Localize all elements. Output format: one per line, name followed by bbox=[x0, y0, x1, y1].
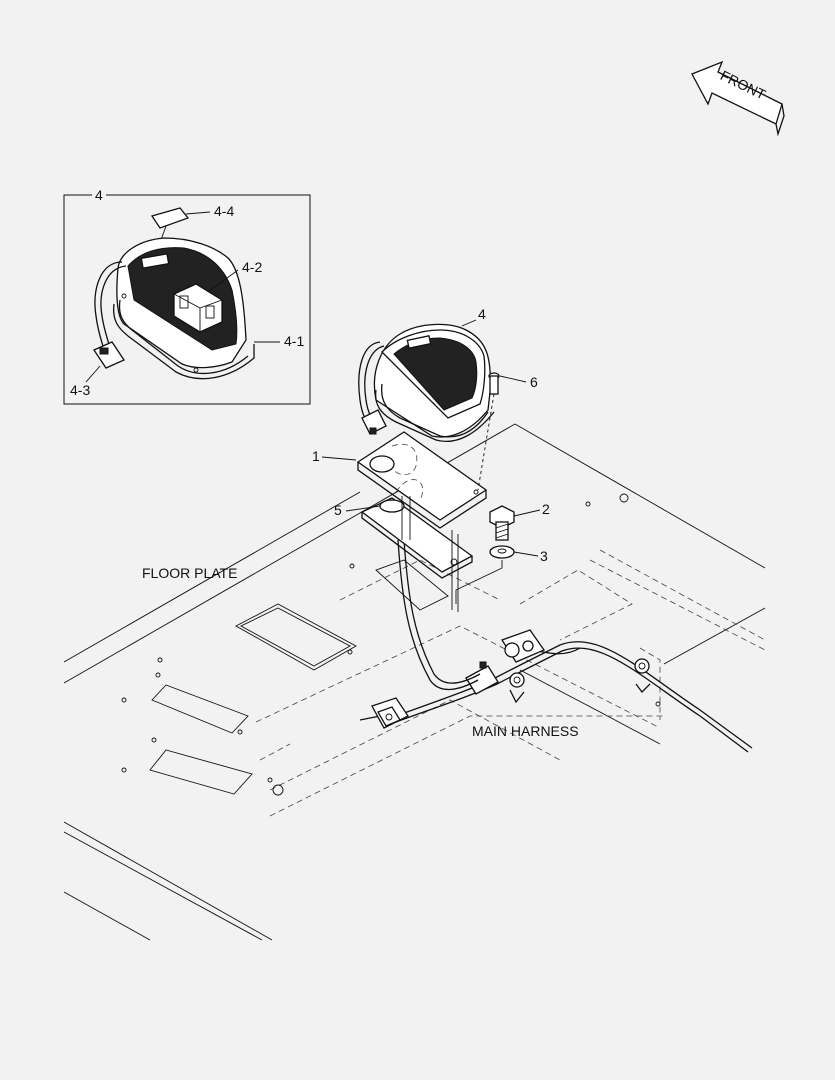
floor-plate-label: FLOOR PLATE bbox=[142, 565, 237, 581]
main-harness bbox=[359, 629, 753, 753]
harness-clamp-icon bbox=[509, 672, 525, 704]
pedal-connector-icon bbox=[465, 661, 499, 695]
foot-pedal-part-4 bbox=[358, 323, 495, 442]
washer-part-3 bbox=[455, 545, 515, 604]
callout-1: 1 bbox=[312, 448, 320, 464]
floor-plate bbox=[63, 423, 766, 941]
callout-4-2: 4-2 bbox=[242, 259, 262, 275]
callout-2: 2 bbox=[542, 501, 550, 517]
callout-5: 5 bbox=[334, 502, 342, 518]
bracket-part-1 bbox=[356, 431, 488, 529]
callout-4-3: 4-3 bbox=[70, 382, 90, 398]
callout-6: 6 bbox=[530, 374, 538, 390]
decal-part-4-4 bbox=[150, 207, 190, 229]
main-harness-label: MAIN HARNESS bbox=[472, 723, 579, 739]
connector-part-4-3 bbox=[93, 341, 125, 369]
callout-4-4: 4-4 bbox=[214, 203, 234, 219]
screw-part-6 bbox=[477, 372, 500, 491]
inset-detail: 4 4-4 4-2 4-1 4- bbox=[63, 186, 311, 405]
callout-4-1: 4-1 bbox=[284, 333, 304, 349]
callout-3: 3 bbox=[540, 548, 548, 564]
switch-part-4-2 bbox=[173, 283, 223, 333]
inset-title: 4 bbox=[95, 187, 103, 203]
harness-clamp-icon bbox=[634, 658, 651, 693]
front-arrow-icon: FRONT bbox=[691, 60, 785, 137]
harness-junction-icon bbox=[501, 629, 545, 663]
mount-plate-part-5 bbox=[360, 496, 474, 612]
harness-connector-icon bbox=[371, 697, 409, 729]
pedal-cable bbox=[397, 539, 479, 691]
callout-4: 4 bbox=[478, 306, 486, 322]
pedal-plug-icon bbox=[361, 409, 387, 435]
bolt-part-2 bbox=[489, 505, 515, 541]
